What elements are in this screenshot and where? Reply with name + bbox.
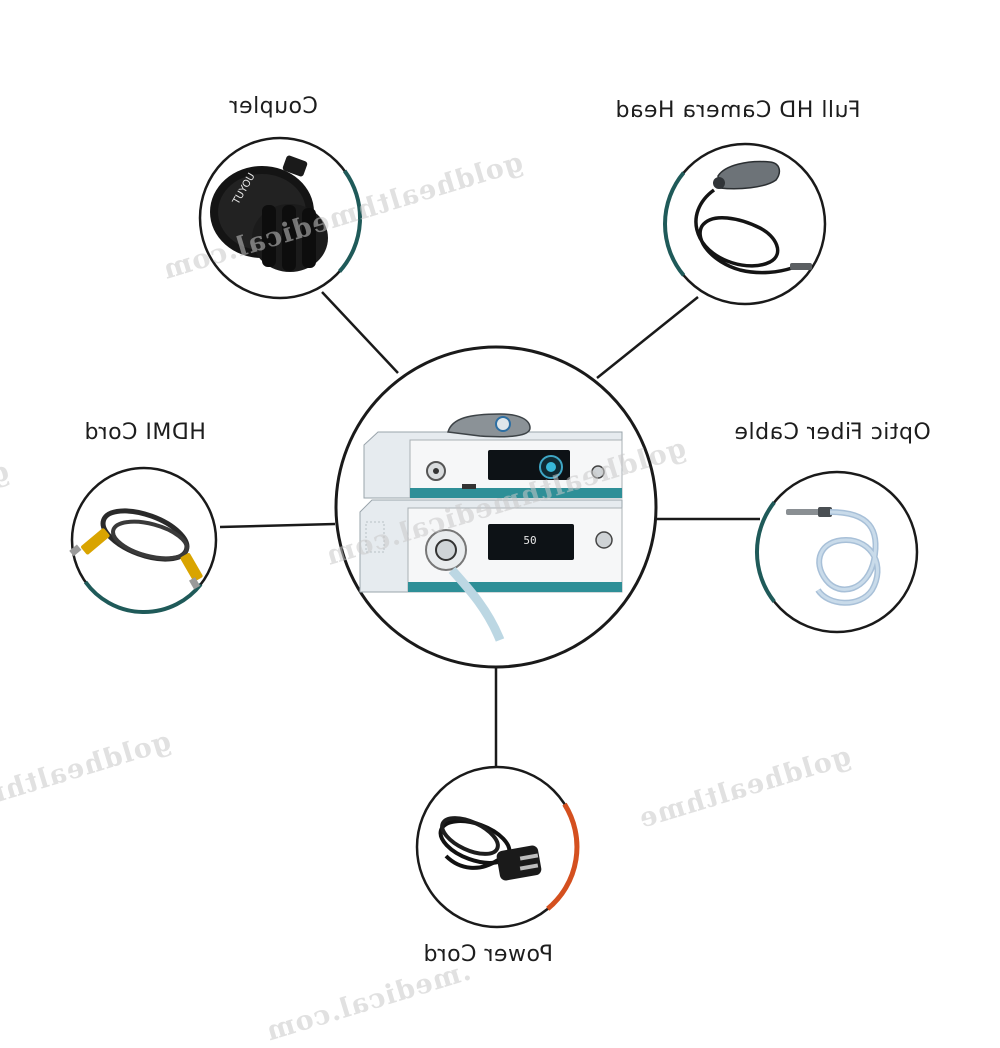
- connector-lines: [219, 291, 760, 770]
- camera-head-accent-arc: [663, 171, 686, 277]
- light-source-unit: 50: [359, 499, 623, 642]
- connector-coupler: [321, 291, 399, 374]
- hdmi-cord-image: [69, 508, 203, 590]
- optic-fiber-cable-label: Optic Fiber Cable: [734, 420, 931, 445]
- light-display-readout: 50: [523, 534, 536, 547]
- diagram-canvas: 50 TUYOU: [69, 136, 919, 929]
- camera-head-image: [694, 160, 812, 275]
- optic-fiber-accent-arc: [755, 501, 776, 603]
- connector-hdmi: [219, 522, 336, 529]
- accessory-diagram: 50 TUYOU: [0, 94, 931, 1048]
- optic-fiber-cable-image: [786, 507, 881, 606]
- connector-camera-head: [596, 296, 699, 379]
- camera-control-unit: [363, 431, 623, 499]
- coupler-image: [210, 155, 328, 272]
- hdmi-cord-label: HDMI Cord: [84, 420, 206, 445]
- coupler-label: Coupler: [229, 94, 318, 119]
- coupler-accent-arc: [338, 169, 363, 273]
- camera-head-on-unit: [447, 413, 531, 438]
- power-cord-accent-arc: [546, 802, 580, 911]
- optic-fiber-ring: [755, 470, 919, 634]
- hdmi-accent-arc: [83, 580, 203, 615]
- camera-head-label: Full HD Camera Head: [615, 98, 861, 123]
- power-cord-image: [438, 816, 542, 881]
